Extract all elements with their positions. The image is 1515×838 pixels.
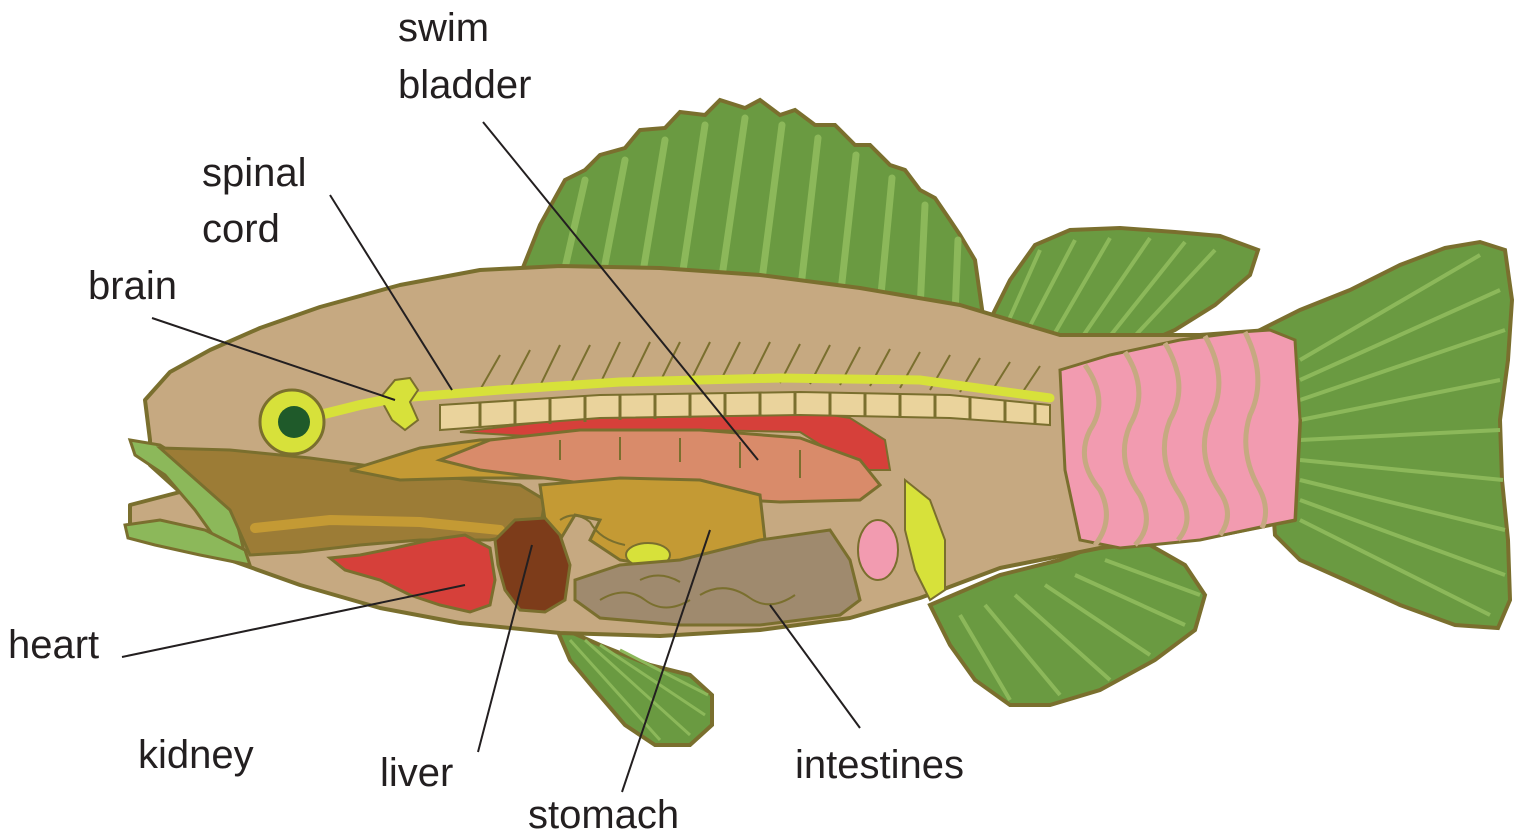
label-heart: heart: [8, 622, 99, 668]
label-kidney: kidney: [138, 732, 254, 778]
label-brain: brain: [88, 263, 177, 309]
pelvic-fin: [555, 625, 712, 745]
label-liver: liver: [380, 750, 453, 796]
eye: [260, 390, 324, 454]
leader-heart: [122, 585, 465, 657]
label-stomach: stomach: [528, 792, 679, 838]
pink-organ: [858, 520, 898, 580]
label-spinal: spinal: [202, 150, 307, 196]
tail-muscle-band: [1060, 330, 1300, 548]
label-swim: swim: [398, 5, 489, 51]
label-cord: cord: [202, 206, 280, 252]
label-intestines: intestines: [795, 742, 964, 788]
label-bladder: bladder: [398, 62, 531, 108]
